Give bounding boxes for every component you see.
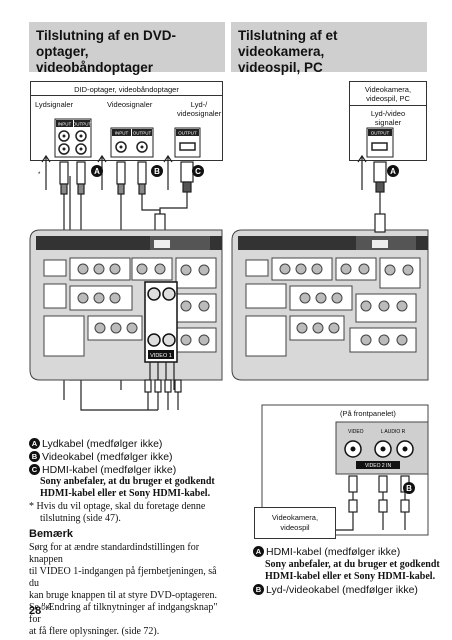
label-a-right: A: [390, 167, 396, 176]
note-2: til VIDEO 1-indgangen på fjernbetjeninge…: [29, 566, 217, 589]
av-line-2: videosignaler: [177, 109, 222, 118]
dvd-hdmi-jack: OUTPUT: [174, 127, 201, 158]
title-line-2: videospil, PC: [238, 60, 323, 75]
note-1: Sørg for at ændre standardindstillingen …: [29, 542, 200, 565]
receiver-rear-left: VIDEO 1: [29, 229, 223, 381]
label-b-right: B: [406, 484, 412, 493]
footnote-2: tilslutning (side 47).: [40, 513, 121, 524]
camera-hdmi-cable: [357, 154, 387, 233]
hdmi-out-label: OUTPUT: [178, 131, 197, 136]
receiver-video1-label: VIDEO 1: [150, 353, 172, 359]
svg-text:*: *: [38, 172, 41, 178]
cam-box-1: Videokamera,: [271, 513, 319, 522]
recommend-left: Sony anbefaler, at du bruger et godkendt…: [40, 476, 215, 500]
footnote: * Hvis du vil optage, skal du foretage d…: [29, 501, 205, 525]
cam-box-2: videospil: [280, 523, 310, 532]
av-line-1: Lyd-/: [190, 100, 208, 109]
video-signals-label: Videosignaler: [107, 100, 153, 109]
badge-a-right: A: [253, 546, 264, 557]
front-video-label: VIDEO: [348, 429, 364, 435]
page-suffix: DK: [41, 605, 50, 612]
video-in-label: INPUT: [115, 131, 129, 136]
front-video2-label: VIDEO 2 IN: [365, 463, 392, 469]
title-line-1: Tilslutning af et videokamera,: [238, 28, 338, 59]
front-panel-caption: (På frontpanelet): [340, 409, 396, 418]
legend-right-b-text: Lyd-/videokabel (medfølger ikke): [266, 584, 418, 596]
device-title: DID-optager, videobåndoptager: [74, 85, 179, 94]
section-title-camera: Tilslutning af et videokamera, videospil…: [231, 22, 427, 75]
dvd-audio-jacks: INPUT OUTPUT: [54, 118, 92, 158]
video-out-label: OUTPUT: [133, 131, 152, 136]
label-c-left: C: [195, 167, 201, 176]
cam-title-2: videospil, PC: [366, 94, 410, 103]
front-panel-frame: [261, 404, 429, 536]
note-body: Sørg for at ændre standardindstillingen …: [29, 542, 229, 638]
cam-title-1: Videokamera,: [364, 85, 412, 94]
dvd-video-jacks: INPUT OUTPUT: [110, 127, 154, 158]
title-line-1: Tilslutning af en DVD-optager,: [36, 28, 177, 59]
section-title-dvd: Tilslutning af en DVD-optager, videobånd…: [29, 22, 225, 75]
jack-out-label: OUTPUT: [73, 122, 92, 127]
front-audio-label: L AUDIO R: [381, 429, 406, 435]
sig-1: Lyd-/video: [370, 109, 406, 118]
legend-b-text: Videokabel (medfølger ikke): [42, 451, 173, 463]
note-3: kan bruge knappen til at styre DVD-optag…: [29, 590, 217, 601]
cam-out-label: OUTPUT: [371, 131, 390, 136]
camera-av-cable: [335, 475, 410, 531]
front-panel: VIDEO L AUDIO R VIDEO 2 IN: [335, 421, 429, 475]
footnote-1: * Hvis du vil optage, skal du foretage d…: [29, 501, 206, 512]
recommend-left-2: HDMI-kabel eller et Sony HDMI-kabel.: [40, 488, 211, 499]
badge-c: C: [29, 464, 40, 475]
title-line-2: videobåndoptager: [36, 60, 154, 75]
camera-box: Videokamera, videospil: [254, 507, 336, 539]
legend-right-a-text: HDMI-kabel (medfølger ikke): [266, 546, 401, 558]
camera-device-title: Videokamera, videospil, PC: [350, 85, 426, 103]
receiver-rear-right: [231, 229, 429, 381]
recommend-right-1: Sony anbefaler, at du bruger et godkendt: [265, 559, 440, 570]
badge-a: A: [29, 438, 40, 449]
legend-c-text: HDMI-kabel (medfølger ikke): [42, 464, 177, 476]
recommend-right: Sony anbefaler, at du bruger et godkendt…: [265, 559, 440, 583]
cables-to-receiver: [144, 362, 182, 410]
page-num: 28: [29, 605, 42, 617]
jack-in-label: INPUT: [58, 122, 72, 127]
recommend-left-1: Sony anbefaler, at du bruger et godkendt: [40, 476, 215, 487]
recommend-right-2: HDMI-kabel eller et Sony HDMI-kabel.: [265, 571, 436, 582]
badge-b-right: B: [253, 584, 264, 595]
note-heading: Bemærk: [29, 528, 74, 540]
note-4: Se "Ændring af tilknytninger af indgangs…: [29, 602, 218, 625]
label-b-left: B: [154, 167, 160, 176]
camera-signals-label: Lyd-/video signaler: [350, 109, 426, 127]
audio-signals-label: Lydsignaler: [35, 100, 74, 109]
camera-hdmi-jack: OUTPUT: [366, 127, 394, 158]
badge-b: B: [29, 451, 40, 462]
av-signals-label: Lyd-/ videosignaler: [177, 100, 221, 118]
label-a-left: A: [94, 167, 100, 176]
note-5: at få flere oplysninger. (side 72).: [29, 626, 160, 637]
sig-2: signaler: [374, 118, 402, 127]
legend-a-text: Lydkabel (medfølger ikke): [42, 438, 163, 450]
page-number: 28DK: [29, 605, 50, 617]
